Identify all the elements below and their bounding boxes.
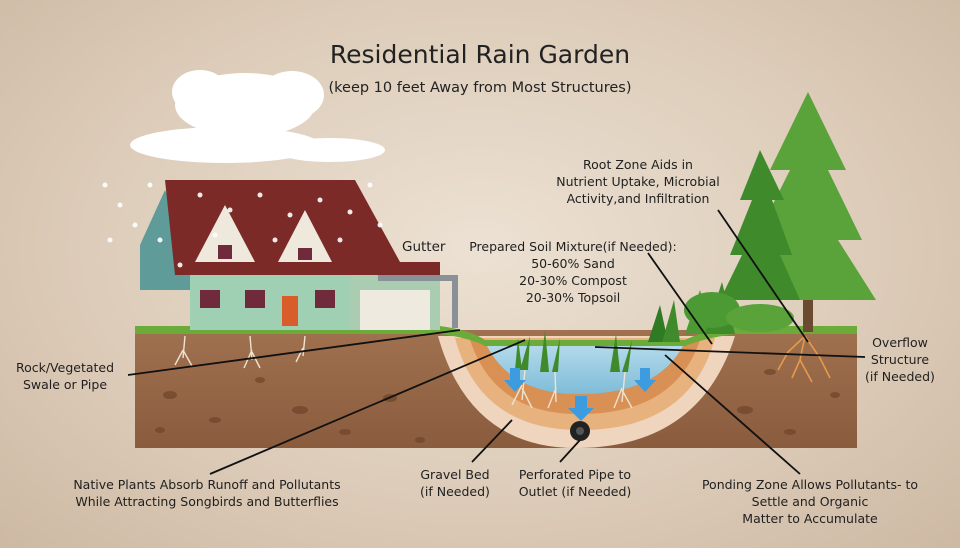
label-soil-mixture: Prepared Soil Mixture(if Needed): 50-60%… — [469, 239, 677, 305]
plant-roots — [174, 335, 633, 409]
rain-cloud — [130, 70, 385, 163]
label-overflow: Overflow Structure (if Needed) — [865, 335, 935, 384]
infiltration-arrows — [504, 368, 656, 421]
leader-swale — [127, 329, 461, 376]
perforated-pipe — [570, 421, 590, 441]
leader-ponding-zone — [664, 354, 801, 475]
gutter-downspout — [378, 275, 458, 328]
diagram-subtitle: (keep 10 feet Away from Most Structures) — [328, 80, 632, 96]
tree-roots — [777, 335, 831, 383]
diagram-title: Residential Rain Garden — [329, 40, 631, 69]
leader-perforated-pipe — [559, 439, 581, 463]
rain-drops — [102, 182, 383, 268]
label-perforated-pipe: Perforated Pipe to Outlet (if Needed) — [518, 467, 632, 499]
leader-lines — [127, 209, 866, 475]
leader-soil-mixture — [647, 252, 713, 345]
label-native-plants: Native Plants Absorb Runoff and Pollutan… — [73, 477, 341, 509]
label-root-zone: Root Zone Aids in Nutrient Uptake, Micro… — [556, 157, 720, 206]
trees — [684, 92, 876, 332]
leader-native-plants — [209, 339, 526, 475]
house — [140, 180, 440, 330]
label-swale: Rock/Vegetated Swale or Pipe — [15, 360, 115, 392]
leader-gravel-bed — [471, 419, 513, 463]
label-gutter: Gutter — [402, 239, 446, 255]
leader-root-zone — [717, 209, 809, 343]
leader-overflow — [594, 346, 866, 358]
label-gravel-bed: Gravel Bed (if Needed) — [420, 467, 490, 499]
label-ponding-zone: Ponding Zone Allows Pollutants- to Settl… — [701, 477, 919, 526]
